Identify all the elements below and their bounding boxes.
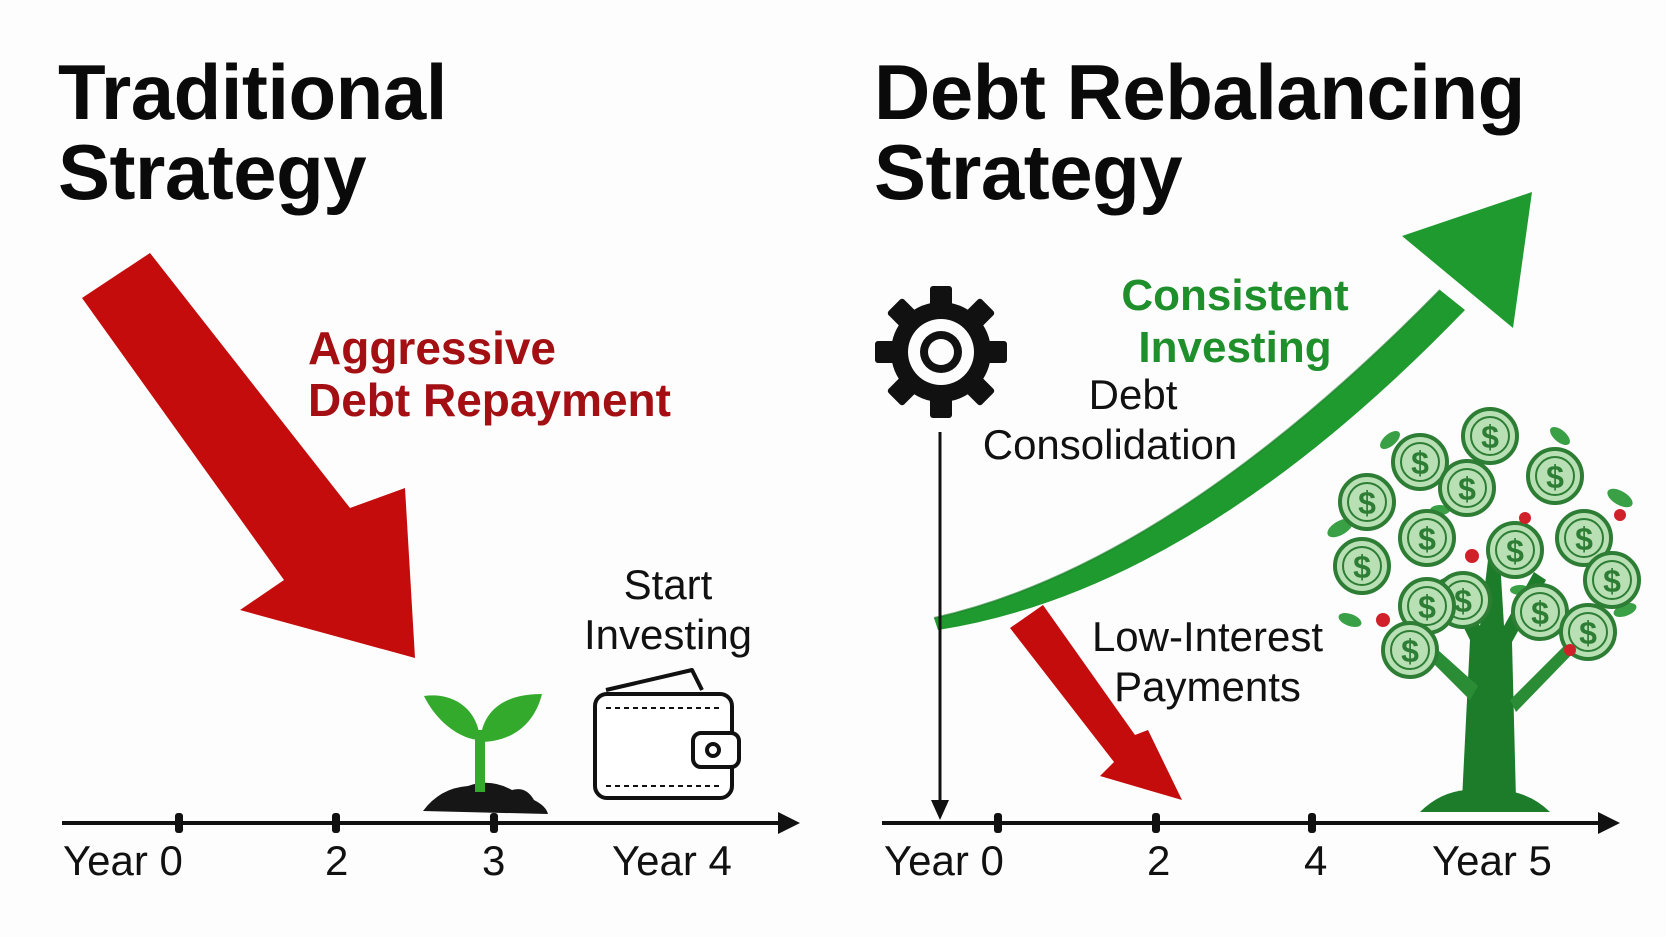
low-interest-line-1: Low-Interest xyxy=(1091,613,1324,660)
low-interest-line-2: Payments xyxy=(1114,663,1301,710)
aggressive-label-line-2: Debt Repayment xyxy=(308,374,671,426)
low-interest-payments-label: Low-Interest Payments xyxy=(1080,612,1335,712)
left-timeline-axis xyxy=(62,812,800,834)
up-arrow-icon xyxy=(933,192,1532,630)
consolidation-marker xyxy=(931,432,949,820)
right-title-line-1: Debt Rebalancing xyxy=(874,48,1525,136)
consistent-label-line-1: Consistent xyxy=(1121,271,1349,320)
consolidation-label-line-1: Debt xyxy=(1088,371,1178,418)
wallet-icon xyxy=(593,668,741,800)
right-timeline-axis xyxy=(882,812,1620,834)
left-tick-year-0: Year 0 xyxy=(63,837,183,884)
aggressive-label-line-1: Aggressive xyxy=(308,322,557,374)
sprout-icon xyxy=(423,694,548,814)
left-tick-year-4: Year 4 xyxy=(612,837,732,884)
left-tick-2: 2 xyxy=(325,837,349,884)
start-investing-line-1: Start xyxy=(623,561,713,608)
consistent-label-line-2: Investing xyxy=(1138,323,1332,372)
start-investing-line-2: Investing xyxy=(583,611,753,658)
left-title-line-2: Strategy xyxy=(58,128,367,216)
money-tree-icon xyxy=(1327,407,1641,812)
left-title-line-1: Traditional xyxy=(58,48,447,136)
aggressive-debt-repayment-label: Aggressive Debt Repayment xyxy=(308,322,671,426)
down-arrow-icon xyxy=(82,253,415,658)
left-tick-3: 3 xyxy=(482,837,506,884)
payment-down-arrow-icon xyxy=(1010,605,1182,800)
start-investing-label: Start Investing xyxy=(578,560,758,660)
right-tick-year-0: Year 0 xyxy=(884,837,1004,884)
consistent-investing-label: Consistent Investing xyxy=(1105,270,1365,374)
right-tick-4: 4 xyxy=(1304,837,1328,884)
right-tick-2: 2 xyxy=(1147,837,1171,884)
gear-icon xyxy=(875,286,1007,418)
debt-consolidation-label: Debt Consolidation xyxy=(955,370,1265,470)
right-title-line-2: Strategy xyxy=(874,128,1183,216)
right-tick-year-5: Year 5 xyxy=(1432,837,1552,884)
consolidation-label-line-2: Consolidation xyxy=(982,421,1238,468)
right-title: Debt Rebalancing Strategy xyxy=(874,52,1525,212)
left-title: Traditional Strategy xyxy=(58,52,447,212)
